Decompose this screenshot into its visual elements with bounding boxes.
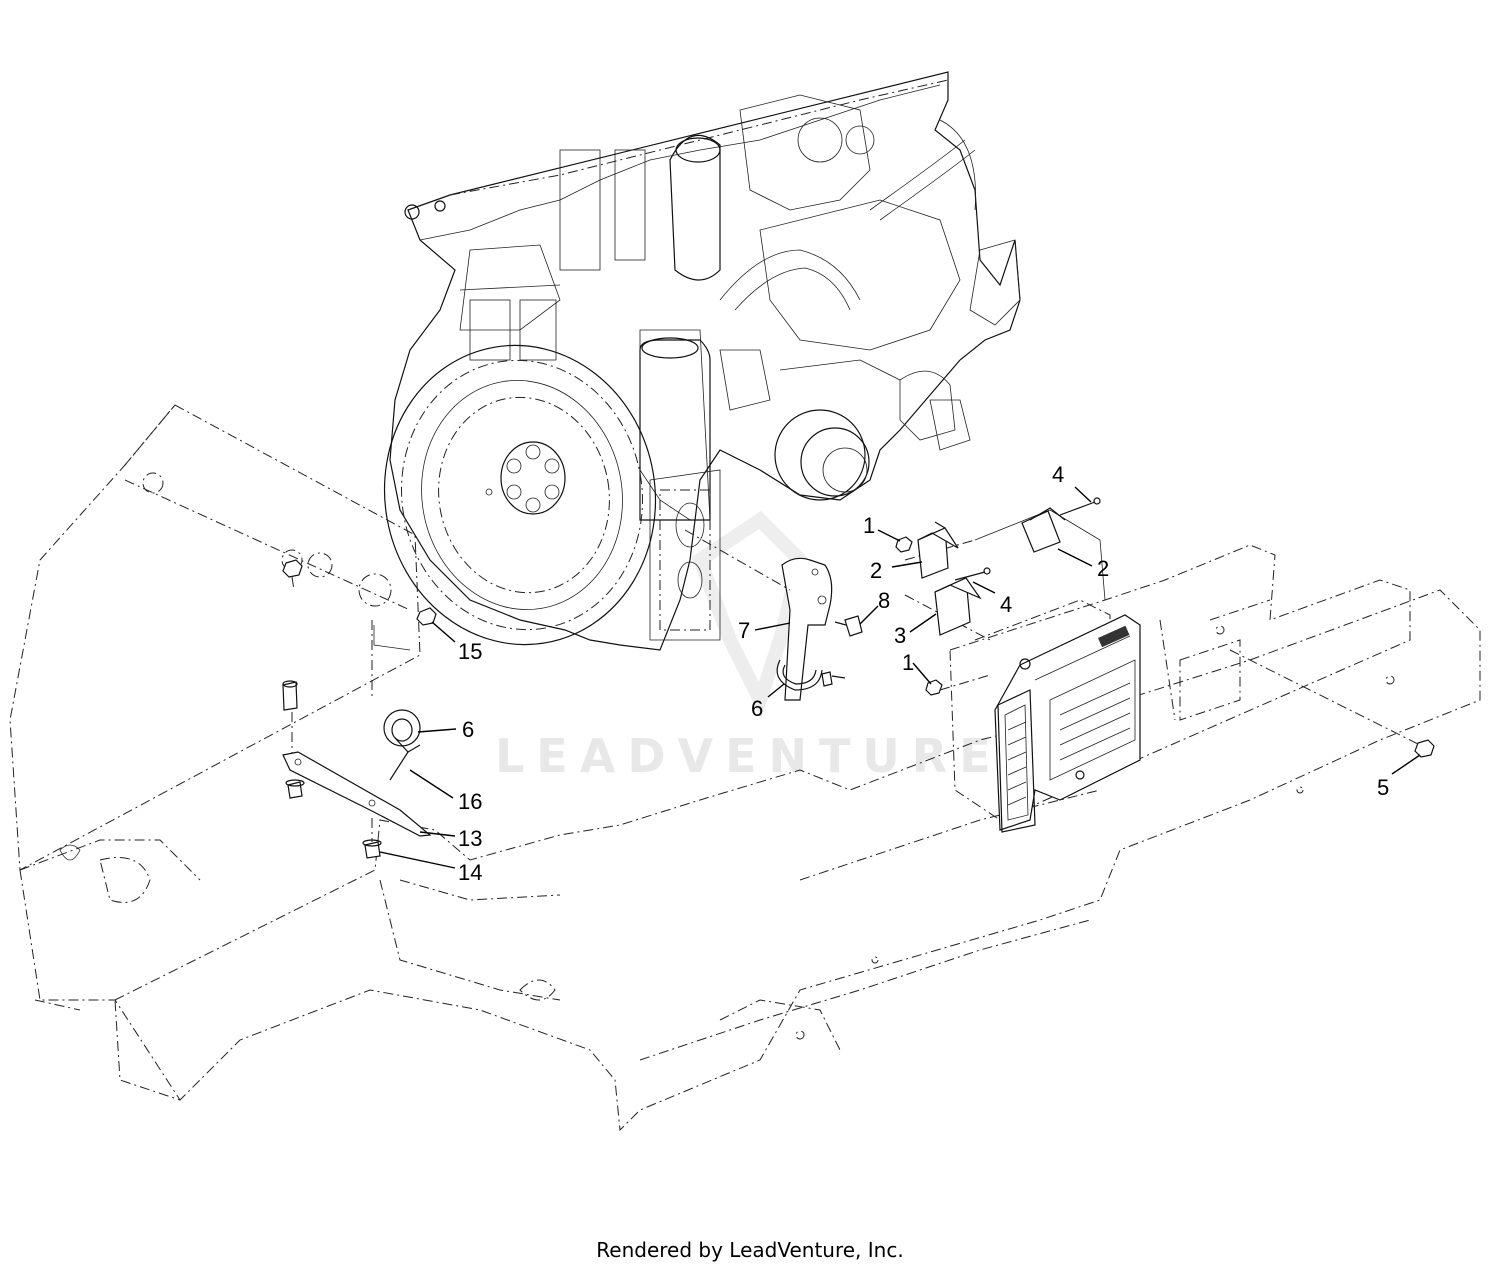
callout-4-top: 4 [1052,462,1064,487]
left-frame-panel [9,404,421,1101]
leader-lines [379,486,1421,869]
callout-3: 3 [894,623,906,648]
ecu-controller [994,614,1141,833]
footer-credit: Rendered by LeadVenture, Inc. [596,1238,904,1262]
relay-group [895,497,1106,696]
callout-labels: 4 1 2 2 4 8 7 3 1 6 15 6 16 13 14 5 [458,462,1389,885]
callout-6-bracket: 6 [751,696,763,721]
left-hardware-group [282,559,1435,859]
callout-2-left: 2 [870,558,882,583]
engine-assembly [383,71,1021,651]
callout-1-top: 1 [863,513,875,538]
bracket-assembly [684,529,863,701]
callout-7: 7 [738,618,750,643]
callout-2-right: 2 [1097,556,1109,581]
flywheel [383,344,657,646]
callout-4-mid: 4 [1000,592,1012,617]
callout-15: 15 [458,639,482,664]
callout-13: 13 [458,826,482,851]
callout-1-mid: 1 [902,650,914,675]
watermark-text: LEADVENTURE [495,729,1003,783]
watermark: LEADVENTURE [495,510,1003,783]
callout-16: 16 [458,789,482,814]
callout-8: 8 [878,588,890,613]
callout-14: 14 [458,860,482,885]
callout-6-terminal: 6 [462,717,474,742]
callout-5: 5 [1377,775,1389,800]
